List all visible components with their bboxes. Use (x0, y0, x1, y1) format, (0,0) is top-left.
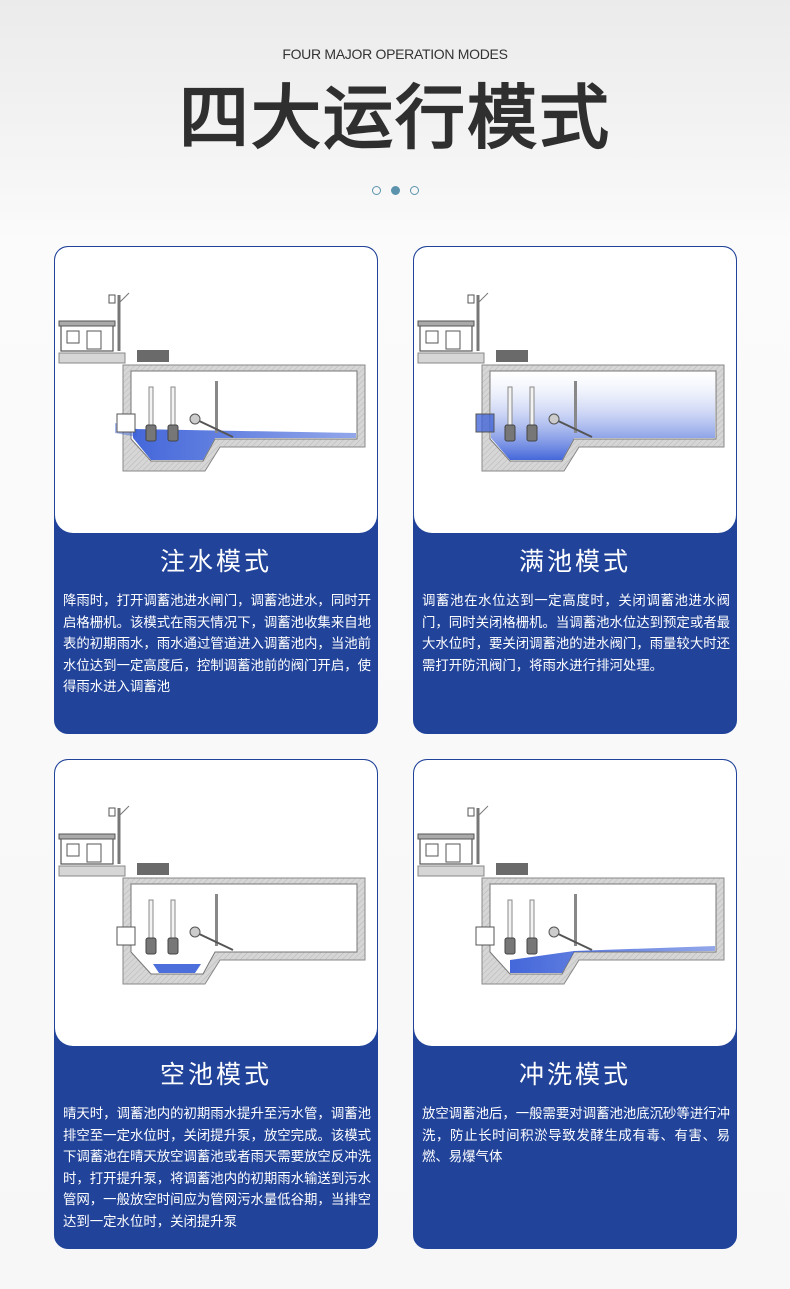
water-body (153, 964, 201, 973)
tank-interior (130, 883, 358, 975)
mode-title: 满池模式 (518, 547, 631, 576)
pump-2 (167, 424, 179, 442)
pump-pipe (529, 386, 535, 428)
roof-block (137, 350, 169, 362)
page-subtitle: FOUR MAJOR OPERATION MODES (282, 46, 508, 62)
mode-description: 晴天时，调蓄池内的初期雨水提升至污水管，调蓄池排空至一定水位时，关闭提升泵，放空… (63, 1107, 371, 1230)
mode-description: 调蓄池在水位达到一定高度时，关闭调蓄池进水阀门，同时关闭格栅机。当调蓄池水位达到… (422, 594, 730, 674)
inlet-gate (475, 926, 495, 946)
pump-pipe (529, 899, 535, 941)
grille-screen (553, 418, 593, 438)
pole-arm (477, 805, 489, 817)
tank-diagram (58, 292, 366, 472)
diagram-illustration (55, 760, 377, 1046)
mode-title: 注水模式 (159, 547, 272, 576)
pump-1 (145, 424, 157, 442)
control-house-roof (58, 320, 116, 327)
diagram-illustration (55, 247, 377, 533)
grille-rod (215, 381, 218, 433)
pump-1 (145, 937, 157, 955)
page-title: 四大运行模式 (179, 77, 611, 159)
mode-card-empty: 空池模式 晴天时，调蓄池内的初期雨水提升至污水管，调蓄池排空至一定水位时，关闭提… (54, 759, 378, 1249)
water-body (491, 372, 715, 460)
sensor-box (108, 807, 116, 817)
ground-slab (417, 865, 485, 877)
grille-motor (548, 926, 560, 938)
mode-card-full: 满池模式 调蓄池在水位达到一定高度时，关闭调蓄池进水阀门，同时关闭格栅机。当调蓄… (413, 246, 737, 734)
mode-title: 冲洗模式 (518, 1060, 631, 1089)
grille-motor (548, 413, 560, 425)
tank-interior (489, 883, 717, 975)
tank-diagram (417, 805, 725, 985)
window (425, 843, 439, 857)
pump-pipe (170, 899, 176, 941)
ground-slab (58, 352, 126, 364)
pump-1 (504, 424, 516, 442)
pump-2 (526, 937, 538, 955)
ground-slab (58, 865, 126, 877)
control-house-roof (417, 320, 475, 327)
window (66, 843, 80, 857)
pagination-dot-active[interactable] (390, 186, 400, 195)
pagination-dots (0, 186, 790, 195)
pump-pipe (507, 386, 513, 428)
diagram-illustration (414, 247, 736, 533)
mode-card-flush: 冲洗模式 放空调蓄池后，一般需要对调蓄池池底沉砂等进行冲洗，防止长时间积淤导致发… (413, 759, 737, 1249)
grille-rod (574, 894, 577, 946)
pump-pipe (170, 386, 176, 428)
water-body (510, 946, 715, 973)
door (445, 843, 461, 863)
grille-screen (194, 418, 234, 438)
pump-pipe (507, 899, 513, 941)
grille-screen (194, 931, 234, 951)
tank-diagram (58, 805, 366, 985)
control-house-roof (417, 833, 475, 840)
pole-arm (477, 292, 489, 304)
grille-motor (189, 926, 201, 938)
inlet-gate (116, 413, 136, 433)
sensor-box (108, 294, 116, 304)
control-house-roof (58, 833, 116, 840)
grille-rod (574, 381, 577, 433)
ground-slab (417, 352, 485, 364)
roof-block (496, 350, 528, 362)
diagram-illustration (414, 760, 736, 1046)
sensor-box (467, 294, 475, 304)
door (86, 843, 102, 863)
grille-motor (189, 413, 201, 425)
page-header: FOUR MAJOR OPERATION MODES 四大运行模式 (0, 0, 790, 230)
pump-2 (167, 937, 179, 955)
mode-description: 降雨时，打开调蓄池进水闸门，调蓄池进水，同时开启格栅机。该模式在雨天情况下，调蓄… (63, 594, 371, 695)
door (86, 330, 102, 350)
mode-title: 空池模式 (159, 1060, 272, 1089)
door (445, 330, 461, 350)
window (66, 330, 80, 344)
water-body (133, 429, 356, 460)
roof-block (137, 863, 169, 875)
roof-block (496, 863, 528, 875)
window (425, 330, 439, 344)
pagination-dot[interactable] (371, 186, 381, 195)
pump-1 (504, 937, 516, 955)
pole-arm (118, 292, 130, 304)
sensor-box (467, 807, 475, 817)
grille-screen (553, 931, 593, 951)
tank-diagram (417, 292, 725, 472)
pole-arm (118, 805, 130, 817)
inlet-gate (116, 926, 136, 946)
mode-card-fill: 注水模式 降雨时，打开调蓄池进水闸门，调蓄池进水，同时开启格栅机。该模式在雨天情… (54, 246, 378, 734)
pump-pipe (148, 899, 154, 941)
pagination-dot[interactable] (409, 186, 419, 195)
pump-pipe (148, 386, 154, 428)
pump-2 (526, 424, 538, 442)
grille-rod (215, 894, 218, 946)
mode-description: 放空调蓄池后，一般需要对调蓄池池底沉砂等进行冲洗，防止长时间积淤导致发酵生成有毒… (422, 1107, 730, 1165)
inlet-gate (475, 413, 495, 433)
